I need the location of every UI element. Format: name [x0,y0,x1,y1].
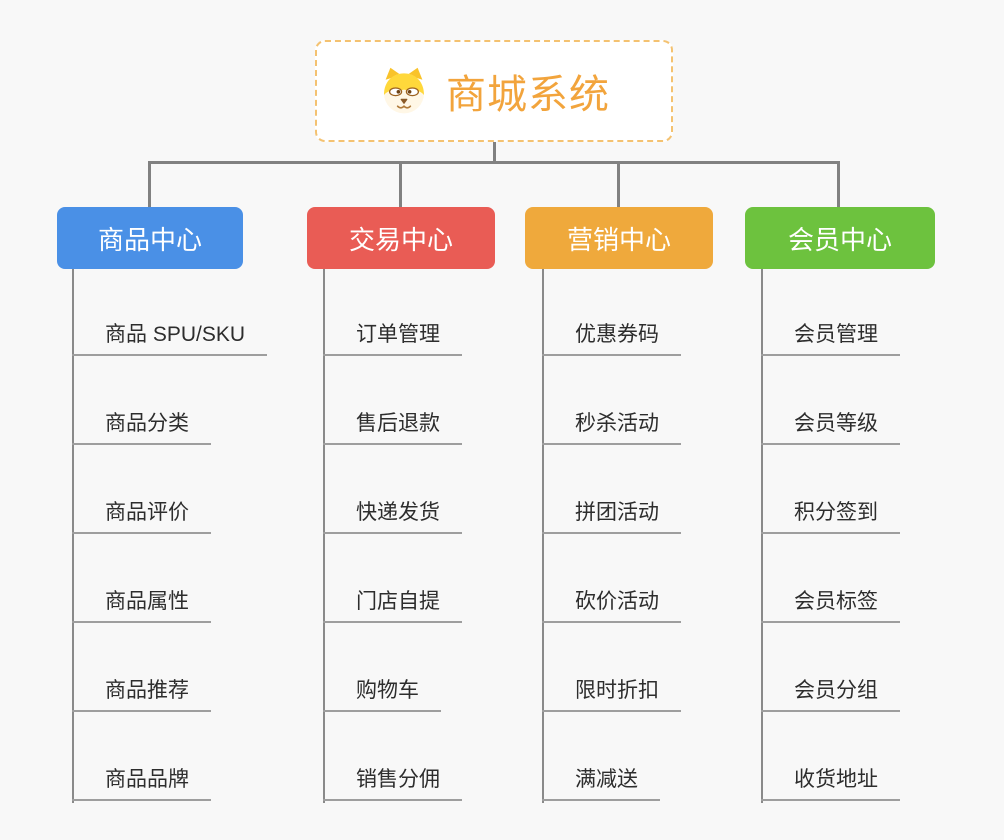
leaf-node[interactable]: 秒杀活动 [542,410,681,445]
root-title: 商城系统 [446,73,610,117]
leaf-node[interactable]: 商品 SPU/SKU [72,321,268,356]
leaf-node[interactable]: 商品品牌 [72,766,211,801]
connector-trunk [542,269,544,803]
leaf-node[interactable]: 砍价活动 [542,588,681,623]
leaf-node[interactable]: 商品评价 [72,499,211,534]
connector-trunk [72,269,74,803]
leaf-node[interactable]: 会员等级 [761,410,900,445]
leaf-node[interactable]: 会员分组 [761,677,900,712]
leaf-node[interactable]: 快递发货 [323,499,462,534]
dog-face-icon [378,67,430,115]
leaf-node[interactable]: 商品分类 [72,410,211,445]
connector-branch-stub [837,161,840,209]
leaf-node[interactable]: 积分签到 [761,499,900,534]
leaf-node[interactable]: 门店自提 [323,588,462,623]
leaf-node[interactable]: 限时折扣 [542,677,681,712]
connector-branch-stub [399,161,402,209]
branch-label: 会员中心 [787,224,892,255]
connector-trunk [323,269,325,803]
leaf-node[interactable]: 拼团活动 [542,499,681,534]
leaf-node[interactable]: 商品属性 [72,588,211,623]
leaf-node[interactable]: 订单管理 [323,321,462,356]
branch-label: 商品中心 [97,224,202,255]
branch-column-marketing: 优惠券码 秒杀活动 拼团活动 砍价活动 限时折扣 满减送 [542,269,792,814]
branch-member-center[interactable]: 会员中心 [745,207,935,269]
leaf-node[interactable]: 会员管理 [761,321,900,356]
connector-root-stub [493,140,496,164]
branch-product-center[interactable]: 商品中心 [57,207,243,269]
branch-label: 营销中心 [566,224,671,255]
leaf-node[interactable]: 售后退款 [323,410,462,445]
branch-column-trade: 订单管理 售后退款 快递发货 门店自提 购物车 销售分佣 [323,269,573,814]
connector-trunk [761,269,763,803]
leaf-node[interactable]: 购物车 [323,677,441,712]
connector-branch-stub [617,161,620,209]
leaf-node[interactable]: 优惠券码 [542,321,681,356]
branch-column-product: 商品 SPU/SKU 商品分类 商品评价 商品属性 商品推荐 商品品牌 [72,269,322,814]
leaf-node[interactable]: 会员标签 [761,588,900,623]
leaf-node[interactable]: 满减送 [542,766,660,801]
branch-column-member: 会员管理 会员等级 积分签到 会员标签 会员分组 收货地址 [761,269,1004,814]
connector-horizontal [148,161,840,164]
branch-trade-center[interactable]: 交易中心 [307,207,495,269]
connector-branch-stub [148,161,151,209]
branch-label: 交易中心 [348,224,453,255]
branch-marketing-center[interactable]: 营销中心 [525,207,713,269]
leaf-node[interactable]: 商品推荐 [72,677,211,712]
root-node[interactable]: 商城系统 [315,40,673,142]
leaf-node[interactable]: 销售分佣 [323,766,462,801]
leaf-node[interactable]: 收货地址 [761,766,900,801]
